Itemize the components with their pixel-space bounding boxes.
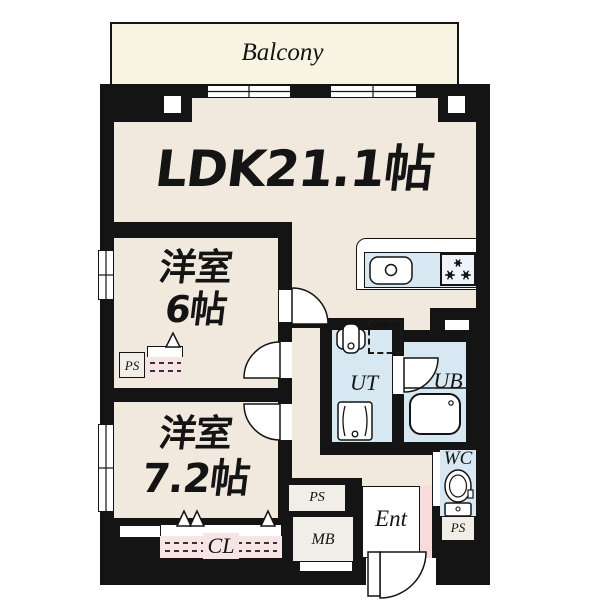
wc-label: WC	[443, 448, 473, 469]
door-gap-entrance	[366, 558, 436, 585]
refrigerator-space	[368, 320, 402, 354]
cl-label: CL	[160, 532, 282, 560]
ub-label: UB	[433, 368, 463, 393]
ps-west-box	[119, 352, 145, 378]
window-balcony-left	[207, 85, 291, 98]
ps-wc-label: PS	[450, 520, 466, 535]
ut-label: UT	[349, 370, 379, 395]
wall-slot-mb	[300, 562, 352, 571]
wall-bedroom1-bedroom2	[100, 388, 280, 402]
wall-notch-left	[164, 96, 181, 113]
entrance-area	[362, 486, 420, 558]
ps-hall-box	[288, 484, 346, 512]
balcony-label: Balcony	[241, 39, 324, 66]
wall-notch-right	[448, 96, 465, 113]
ps-west-label: PS	[124, 358, 140, 373]
entrance-label: Ent	[375, 506, 407, 531]
bedroom1-label-line2: 6帖	[162, 288, 229, 331]
door-gap-bedroom1	[279, 342, 292, 378]
mb-label: MB	[311, 531, 335, 548]
ps-wc-box	[441, 516, 475, 541]
closet-small	[147, 357, 183, 379]
wall-slot-cl	[120, 526, 160, 537]
kitchen-counter-top	[364, 252, 477, 288]
window-balcony-right	[330, 85, 417, 98]
ps-hall-label: PS	[309, 490, 325, 505]
door-gap-wc	[433, 452, 440, 506]
wall-ldk-bedroom1	[100, 222, 292, 238]
door-gap-bedroom2	[279, 404, 292, 440]
door-gap-hall	[279, 290, 292, 322]
ldk-label: LDK21.1帖	[152, 140, 437, 198]
door-gap-ub	[393, 356, 405, 394]
entry-pink-strip	[420, 486, 432, 558]
bedroom2-label-line2: 7.2帖	[139, 456, 252, 502]
mb-box	[292, 516, 354, 562]
